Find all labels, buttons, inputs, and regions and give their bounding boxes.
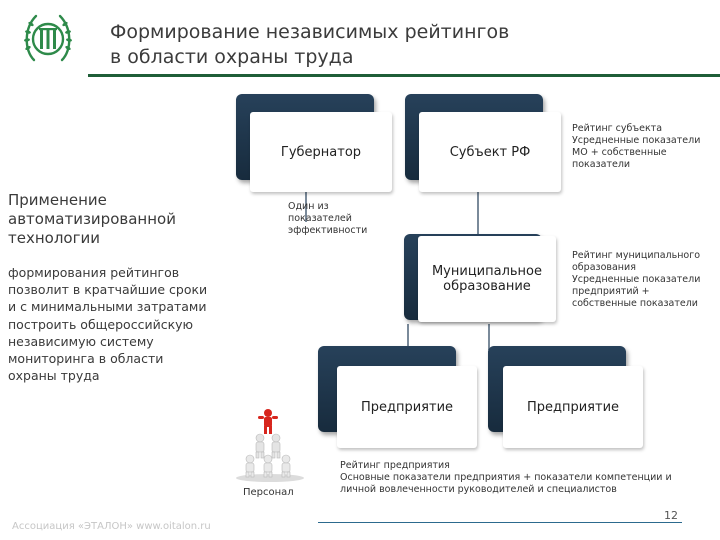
connector-subject-municipality <box>477 190 479 236</box>
subject-label: Субъект РФ <box>449 144 531 160</box>
governor-box: Губернатор <box>250 112 392 192</box>
title-line-1: Формирование независимых рейтингов <box>110 21 510 43</box>
note-line: эффективности <box>288 225 368 236</box>
note-line: показатели <box>572 159 631 170</box>
governor-label: Губернатор <box>280 144 362 160</box>
left-heading: Применение автоматизированной технологии <box>8 191 208 248</box>
note-line: Усредненные показатели <box>572 274 701 285</box>
municipality-label-line: Муниципальное <box>431 264 543 279</box>
left-body-text: формирования рейтингов позволит в кратча… <box>8 265 208 384</box>
note-one-of-indicators: Один из показателей эффективности <box>288 201 388 237</box>
enterprise-right-label: Предприятие <box>526 399 620 415</box>
note-line: предприятий + <box>572 286 650 297</box>
footer-divider <box>318 522 682 523</box>
note-line: Усредненные показатели <box>572 135 701 146</box>
personnel-pyramid-icon <box>230 408 310 484</box>
note-line: Один из <box>288 201 329 212</box>
left-heading-line: автоматизированной <box>8 210 176 228</box>
connector-governor <box>305 190 307 222</box>
personnel-label: Персонал <box>243 487 294 498</box>
enterprise-left-label: Предприятие <box>360 399 454 415</box>
municipality-label-line: образование <box>443 279 531 294</box>
note-line: Рейтинг субъекта <box>572 123 663 134</box>
page-number: 12 <box>664 509 678 522</box>
note-line: собственные показатели <box>572 298 698 309</box>
association-logo <box>22 10 74 68</box>
header-divider <box>88 74 720 77</box>
connector-municipality-left <box>407 324 409 350</box>
note-line: показателей <box>288 213 352 224</box>
enterprise-left-box: Предприятие <box>337 366 477 448</box>
enterprise-right-box: Предприятие <box>503 366 643 448</box>
connector-municipality-right <box>488 324 490 350</box>
note-enterprise-rating: Рейтинг предприятия Основные показатели … <box>340 460 700 496</box>
note-line: МО + собственные <box>572 147 667 158</box>
title-line-2: в области охраны труда <box>110 46 354 68</box>
note-subject-rating: Рейтинг субъекта Усредненные показатели … <box>572 123 712 171</box>
left-heading-line: Применение <box>8 191 107 209</box>
footer-association: Ассоциация «ЭТАЛОН» www.oitalon.ru <box>12 521 211 532</box>
note-line: образования <box>572 262 636 273</box>
note-municipal-rating: Рейтинг муниципального образования Усред… <box>572 250 717 310</box>
note-line: Основные показатели предприятия + показа… <box>340 472 672 483</box>
municipality-box: Муниципальное образование <box>418 236 556 322</box>
subject-box: Субъект РФ <box>419 112 561 192</box>
page-title: Формирование независимых рейтингов в обл… <box>110 20 670 70</box>
note-line: Рейтинг предприятия <box>340 460 450 471</box>
note-line: Рейтинг муниципального <box>572 250 701 261</box>
note-line: личной вовлеченности руководителей и спе… <box>340 484 617 495</box>
left-heading-line: технологии <box>8 229 100 247</box>
